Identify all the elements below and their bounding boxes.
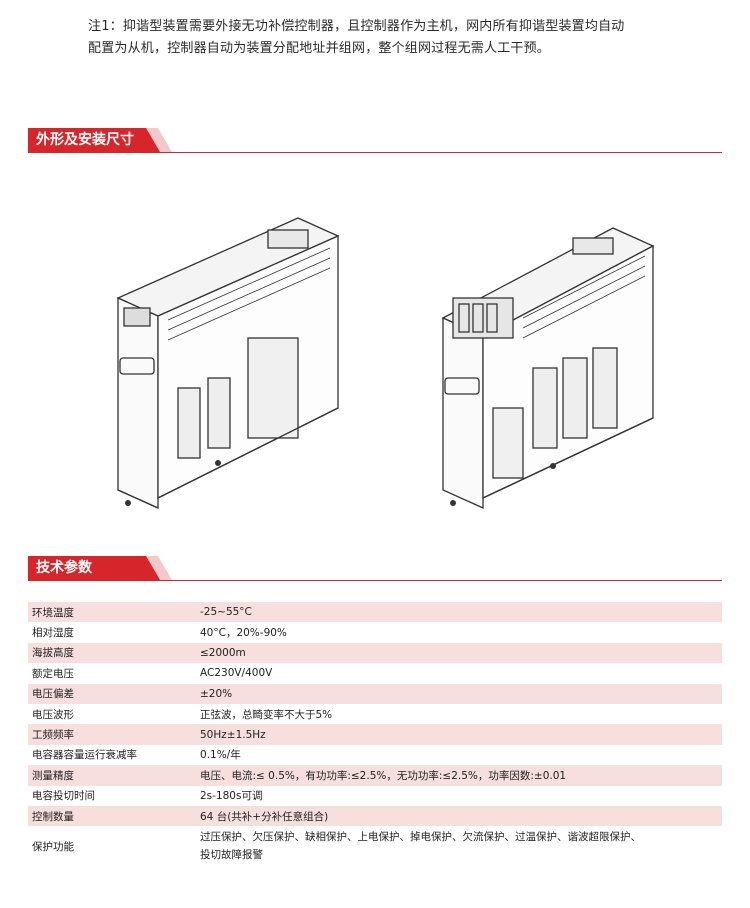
table-row: 相对湿度 40°C，20%-90%	[28, 622, 722, 642]
spec-value: 过压保护、欠压保护、缺相保护、上电保护、掉电保护、欠流保护、过温保护、谐波超限保…	[196, 826, 722, 866]
table-row: 电容投切时间 2s-180s可调	[28, 786, 722, 806]
spec-value: 50Hz±1.5Hz	[196, 724, 722, 745]
spec-key: 环境温度	[28, 602, 196, 623]
spec-value: 40°C，20%-90%	[200, 627, 287, 640]
spec-value: 0.1%/年	[200, 749, 241, 762]
spec-table: 环境温度 -25~55°C 相对湿度 40°C，20%-90% 海拔高度 ≤20…	[28, 602, 722, 866]
section-divider	[28, 152, 722, 153]
section-title-specs: 技术参数	[28, 556, 160, 580]
spec-key: 保护功能	[32, 840, 74, 853]
section-header-specs: 技术参数	[28, 556, 722, 582]
spec-value: ±20%	[196, 683, 722, 704]
note-line-1: 注1：抑谐型装置需要外接无功补偿控制器，且控制器作为主机，网内所有抑谐型装置均自…	[88, 19, 625, 34]
spec-key: 电容器容量运行衰减率	[32, 749, 137, 762]
table-row: 电压波形 正弦波，总畸变率不大于5%	[28, 704, 722, 724]
table-row: 海拔高度 ≤2000m	[28, 642, 722, 664]
table-row: 保护功能 过压保护、欠压保护、缺相保护、上电保护、掉电保护、欠流保护、过温保护、…	[28, 826, 722, 866]
device-image-open	[441, 227, 655, 510]
note-paragraph: 注1：抑谐型装置需要外接无功补偿控制器，且控制器作为主机，网内所有抑谐型装置均自…	[28, 16, 728, 60]
section-divider	[28, 580, 722, 581]
spec-value: ≤2000m	[196, 642, 722, 664]
product-images	[28, 160, 722, 540]
spec-value-line: 过压保护、欠压保护、缺相保护、上电保护、掉电保护、欠流保护、过温保护、谐波超限保…	[200, 831, 641, 844]
section-title-dimensions: 外形及安装尺寸	[28, 128, 160, 152]
spec-value: AC230V/400V	[200, 667, 273, 680]
table-row: 工频频率 50Hz±1.5Hz	[28, 724, 722, 745]
spec-key: 海拔高度	[28, 642, 196, 664]
spec-value: 正弦波，总畸变率不大于5%	[200, 708, 333, 721]
spec-key: 电压偏差	[28, 683, 196, 704]
spec-value: -25~55°C	[196, 602, 722, 623]
spec-key: 相对湿度	[32, 627, 74, 640]
device-image-front	[116, 217, 340, 510]
spec-key: 测量精度	[28, 765, 196, 786]
table-row: 电容器容量运行衰减率 0.1%/年	[28, 745, 722, 765]
spec-key: 工频频率	[28, 724, 196, 745]
section-header-dimensions: 外形及安装尺寸	[28, 128, 722, 154]
table-row: 电压偏差 ±20%	[28, 683, 722, 704]
spec-key: 控制数量	[28, 805, 196, 827]
note-line-2: 配置为从机，控制器自动为装置分配地址并组网，整个组网过程无需人工干预。	[88, 41, 551, 56]
spec-key: 电压波形	[32, 708, 74, 721]
spec-value: 64 台(共补+分补任意组合)	[196, 805, 722, 827]
spec-value-line: 投切故障报警	[200, 849, 263, 862]
table-row: 额定电压 AC230V/400V	[28, 663, 722, 683]
spec-value: 电压、电流:≤ 0.5%，有功功率:≤2.5%，无功功率:≤2.5%，功率因数:…	[196, 765, 722, 786]
spec-key: 电容投切时间	[32, 790, 95, 803]
spec-key: 额定电压	[32, 667, 74, 680]
table-row: 测量精度 电压、电流:≤ 0.5%，有功功率:≤2.5%，无功功率:≤2.5%，…	[28, 765, 722, 786]
table-row: 环境温度 -25~55°C	[28, 602, 722, 623]
table-row: 控制数量 64 台(共补+分补任意组合)	[28, 805, 722, 827]
spec-value: 2s-180s可调	[200, 790, 263, 803]
